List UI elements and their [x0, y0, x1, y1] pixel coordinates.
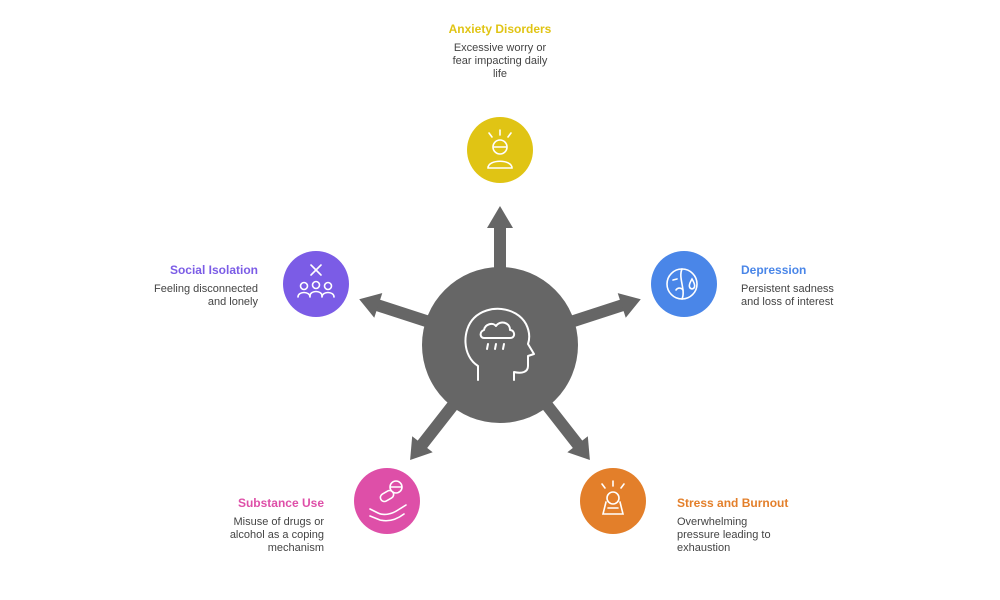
isolation-circle [283, 251, 349, 317]
stress-desc-line: exhaustion [677, 542, 731, 554]
depression-label: Depression Persistent sadness and loss o… [741, 263, 901, 309]
isolation-desc-line: Feeling disconnected [154, 283, 258, 295]
depression-desc: Persistent sadness and loss of interest [741, 283, 901, 309]
exhausted-person-icon [601, 480, 625, 515]
stress-desc: Overwhelming pressure leading to exhaust… [677, 516, 837, 555]
substance-label: Substance Use Misuse of drugs or alcohol… [164, 496, 324, 555]
isolation-label: Social Isolation Feeling disconnected an… [98, 263, 258, 309]
stress-desc-line: Overwhelming [677, 516, 748, 528]
isolation-desc-line: and lonely [207, 296, 258, 308]
head-raincloud-icon [464, 307, 535, 381]
depression-title: Depression [741, 263, 807, 277]
depression-desc-line: and loss of interest [741, 296, 834, 308]
anxiety-desc-line: fear impacting daily [452, 55, 548, 67]
substance-title: Substance Use [237, 496, 324, 510]
isolated-group-icon [297, 264, 335, 298]
depression-circle [651, 251, 717, 317]
alarmed-person-icon [487, 129, 513, 169]
hub-circle [422, 267, 578, 423]
stress-label: Stress and Burnout Overwhelming pressure… [677, 496, 837, 555]
anxiety-desc: Excessive worry or fear impacting daily … [420, 42, 580, 81]
anxiety-circle [467, 117, 533, 183]
substance-desc-line: Misuse of drugs or [233, 516, 324, 528]
stress-desc-line: pressure leading to [677, 529, 771, 541]
stress-title: Stress and Burnout [677, 496, 789, 510]
depression-desc-line: Persistent sadness [741, 283, 834, 295]
isolation-title: Social Isolation [169, 263, 258, 277]
arrow-to-anxiety [487, 206, 513, 280]
anxiety-label: Anxiety Disorders Excessive worry or fea… [420, 22, 580, 81]
anxiety-title: Anxiety Disorders [448, 22, 552, 36]
isolation-desc: Feeling disconnected and lonely [98, 283, 258, 309]
substance-desc: Misuse of drugs or alcohol as a coping m… [164, 516, 324, 555]
anxiety-desc-line: Excessive worry or [453, 42, 547, 54]
sad-face-icon [666, 268, 698, 300]
substance-desc-line: alcohol as a coping [229, 529, 324, 541]
stress-circle [580, 468, 646, 534]
pill-hand-icon [369, 480, 407, 522]
anxiety-desc-line: life [492, 68, 508, 80]
substance-desc-line: mechanism [267, 542, 324, 554]
